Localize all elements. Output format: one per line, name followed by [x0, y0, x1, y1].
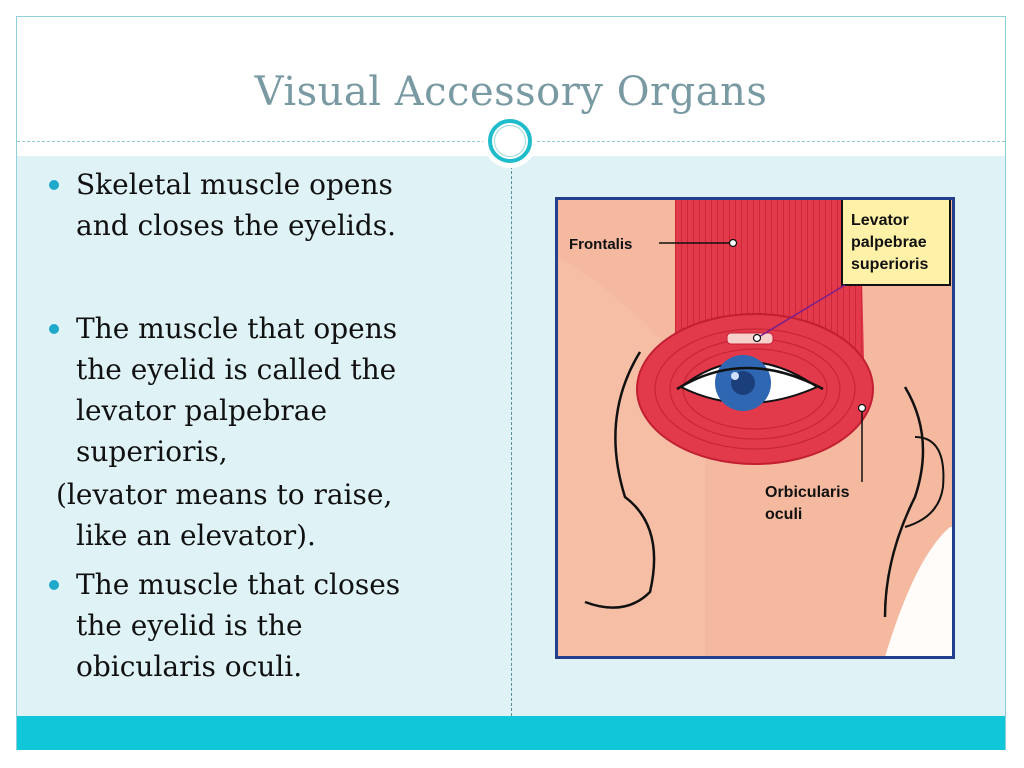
- note-item: (levator means to raise, like an elevato…: [44, 474, 444, 556]
- eye-muscle-svg: Frontalis Levator palpebrae superioris O…: [555, 197, 955, 659]
- ear-outline: [904, 436, 945, 528]
- bullet-dot-icon: [49, 580, 59, 590]
- footer-bar: [17, 716, 1005, 750]
- orbicularis-label-line1: Orbicularis: [765, 484, 850, 501]
- levator-label-line1: Levator: [851, 212, 909, 229]
- bullet-item: The muscle that opens the eyelid is call…: [44, 308, 444, 472]
- nose-outline: [584, 351, 656, 609]
- slide-title: Visual Accessory Organs: [254, 69, 768, 115]
- note-text: (levator means to raise, like an elevato…: [56, 478, 393, 552]
- bullet-list: Skeletal muscle opens and closes the eye…: [44, 164, 444, 687]
- ornament-inner-ring: [494, 125, 526, 157]
- bullet-text: The muscle that opens the eyelid is call…: [76, 312, 398, 468]
- bullet-dot-icon: [49, 324, 59, 334]
- bullet-item: The muscle that closes the eyelid is the…: [44, 564, 444, 687]
- bullet-text: Skeletal muscle opens and closes the eye…: [76, 168, 397, 242]
- orbicularis-label-line2: oculi: [765, 506, 802, 523]
- levator-label-line2: palpebrae: [851, 234, 927, 251]
- frontalis-label: Frontalis: [569, 236, 632, 253]
- illustration-border: [555, 197, 955, 659]
- levator-muscle: [726, 332, 774, 345]
- eye-muscle-illustration: Frontalis Levator palpebrae superioris O…: [555, 197, 955, 659]
- levator-label-box: [841, 198, 951, 286]
- column-divider: [511, 156, 512, 716]
- levator-label-line3: superioris: [851, 256, 928, 273]
- bullet-item: Skeletal muscle opens and closes the eye…: [44, 164, 444, 246]
- bullet-dot-icon: [49, 180, 59, 190]
- ear-background: [885, 527, 953, 657]
- cheek-outline: [883, 386, 925, 618]
- levator-leader: [756, 284, 846, 339]
- bullet-text: The muscle that closes the eyelid is the…: [76, 568, 401, 683]
